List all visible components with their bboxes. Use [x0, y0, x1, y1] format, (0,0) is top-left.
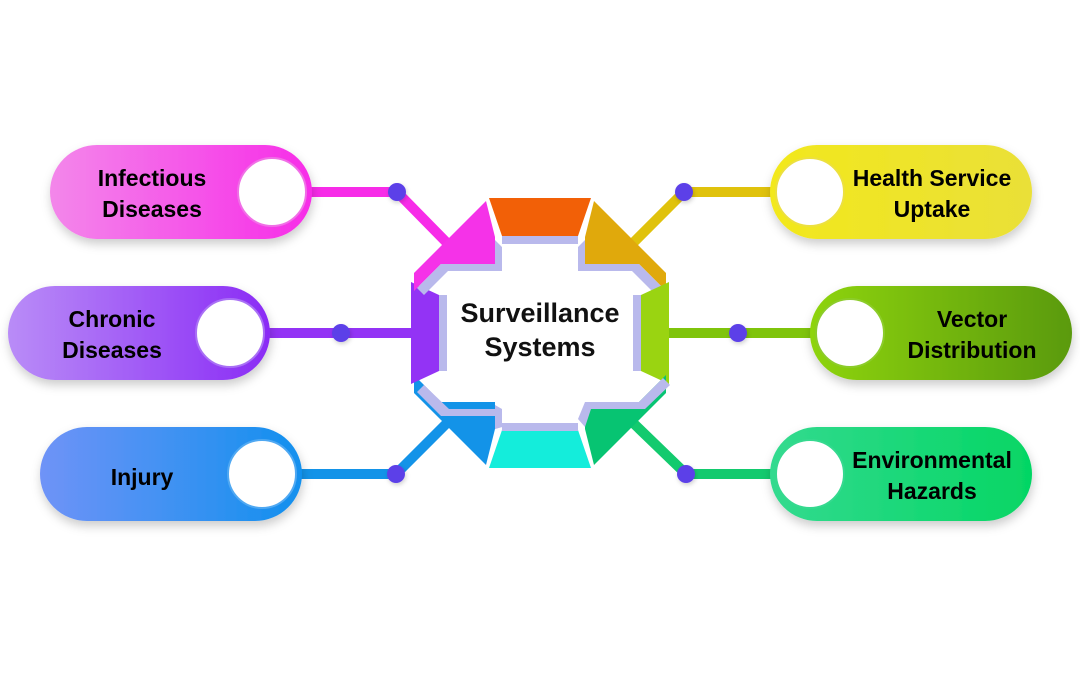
node-environmental-hazards[interactable]: [770, 427, 1032, 521]
connector-dot-injury: [387, 465, 405, 483]
octagon-segment-top-right: [578, 201, 666, 295]
octagon-ring: [411, 198, 670, 468]
octagon-segment-top-left: [414, 201, 502, 295]
connector-dot-health-service-uptake: [675, 183, 693, 201]
node-health-service-uptake[interactable]: [770, 145, 1032, 239]
node-infectious-diseases[interactable]: [50, 145, 312, 239]
octagon-segment-bottom-right: [578, 375, 670, 465]
node-injury[interactable]: [40, 427, 302, 521]
octagon-segment-top: [489, 198, 591, 244]
connector-dot-environmental-hazards: [677, 465, 695, 483]
connector-dot-infectious-diseases: [388, 183, 406, 201]
octagon-segment-right: [633, 282, 669, 384]
octagon-segment-bottom: [489, 423, 591, 468]
node-vector-distribution[interactable]: [810, 286, 1072, 380]
connector-dot-group: [332, 183, 747, 483]
connector-dot-vector-distribution: [729, 324, 747, 342]
node-chronic-diseases[interactable]: [8, 286, 270, 380]
connector-dot-chronic-diseases: [332, 324, 350, 342]
pill-group: [8, 145, 1072, 521]
octagon-segment-bottom-left: [414, 375, 502, 465]
octagon-segment-left: [411, 282, 447, 384]
